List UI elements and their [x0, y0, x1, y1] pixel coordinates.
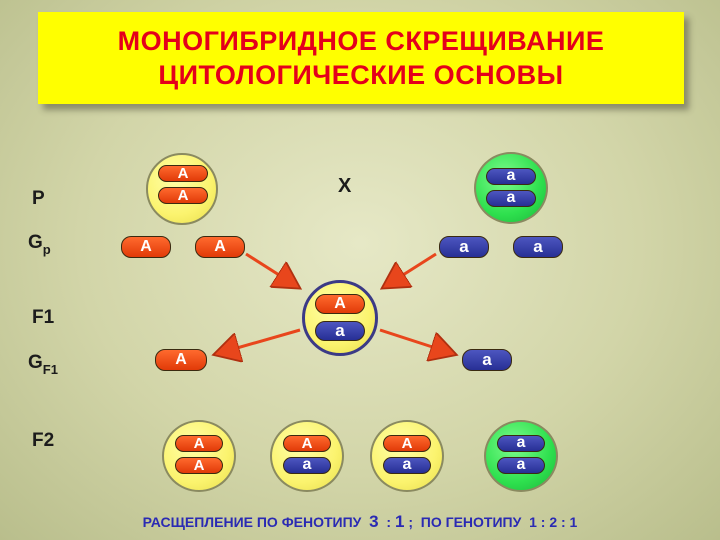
chromosome-dominant: А — [158, 187, 208, 204]
f1-hybrid-cell: А а — [302, 280, 378, 356]
chromosome-dominant: А — [175, 435, 223, 452]
arrow-gamete-to-f1-left — [245, 252, 298, 287]
chromosome-recessive: а — [383, 457, 431, 474]
chromosome-recessive: а — [486, 168, 536, 185]
chromosome-dominant: А — [158, 165, 208, 182]
genotype-ratio: 1 : 2 : 1 — [529, 514, 578, 530]
arrow-f1-to-gamete-right — [379, 328, 454, 354]
gamete-parent-recessive-2: а — [513, 236, 563, 258]
arrow-gamete-to-f1-right — [384, 252, 437, 287]
gamete-parent-dominant-1: А — [121, 236, 171, 258]
f2-cell-aa: а а — [484, 420, 558, 492]
chromosome-recessive: а — [497, 457, 545, 474]
label-f1: F1 — [32, 307, 55, 328]
label-f2: F2 — [32, 430, 55, 451]
title-line-1: МОНОГИБРИДНОЕ СКРЕЩИВАНИЕ — [117, 26, 605, 56]
chromosome-recessive: а — [315, 321, 365, 341]
phenotype-label: РАСЩЕПЛЕНИЕ ПО ФЕНОТИПУ — [142, 514, 362, 530]
title-banner: МОНОГИБРИДНОЕ СКРЕЩИВАНИЕ ЦИТОЛОГИЧЕСКИЕ… — [38, 12, 684, 104]
chromosome-dominant: А — [175, 457, 223, 474]
label-gp-main: G — [28, 232, 43, 253]
f2-cell-AA: А А — [162, 420, 236, 492]
cross-sign: X — [338, 175, 352, 197]
chromosome-recessive: а — [497, 435, 545, 452]
phenotype-ratio-b: 1 — [394, 512, 405, 531]
label-gf1: GF1 — [28, 352, 58, 377]
phenotype-ratio-sep: : — [386, 514, 392, 530]
genotype-label: ПО ГЕНОТИПУ — [420, 514, 522, 530]
gamete-f1-recessive: а — [462, 349, 512, 371]
title-line-2: ЦИТОЛОГИЧЕСКИЕ ОСНОВЫ — [158, 60, 564, 90]
f2-cell-Aa-2: А а — [370, 420, 444, 492]
chromosome-dominant: А — [383, 435, 431, 452]
chromosome-dominant: А — [283, 435, 331, 452]
label-p: P — [32, 188, 45, 209]
label-gp: Gp — [28, 232, 51, 257]
arrow-f1-to-gamete-left — [216, 328, 301, 354]
segregation-footer: РАСЩЕПЛЕНИЕ ПО ФЕНОТИПУ 3 : 1 ; ПО ГЕНОТ… — [0, 512, 720, 532]
label-gf1-main: G — [28, 352, 43, 373]
parent-cell-dominant: А А — [146, 153, 218, 225]
label-gp-sub: p — [42, 242, 51, 257]
chromosome-dominant: А — [315, 294, 365, 314]
gamete-parent-recessive-1: а — [439, 236, 489, 258]
f2-cell-Aa-1: А а — [270, 420, 344, 492]
phenotype-ratio-a: 3 — [369, 512, 379, 531]
chromosome-recessive: а — [486, 190, 536, 207]
ratio-semicolon: ; — [408, 514, 414, 530]
gamete-f1-dominant: А — [155, 349, 207, 371]
label-gf1-sub: F1 — [42, 362, 58, 377]
chromosome-recessive: а — [283, 457, 331, 474]
parent-cell-recessive: а а — [474, 152, 548, 224]
gamete-parent-dominant-2: А — [195, 236, 245, 258]
